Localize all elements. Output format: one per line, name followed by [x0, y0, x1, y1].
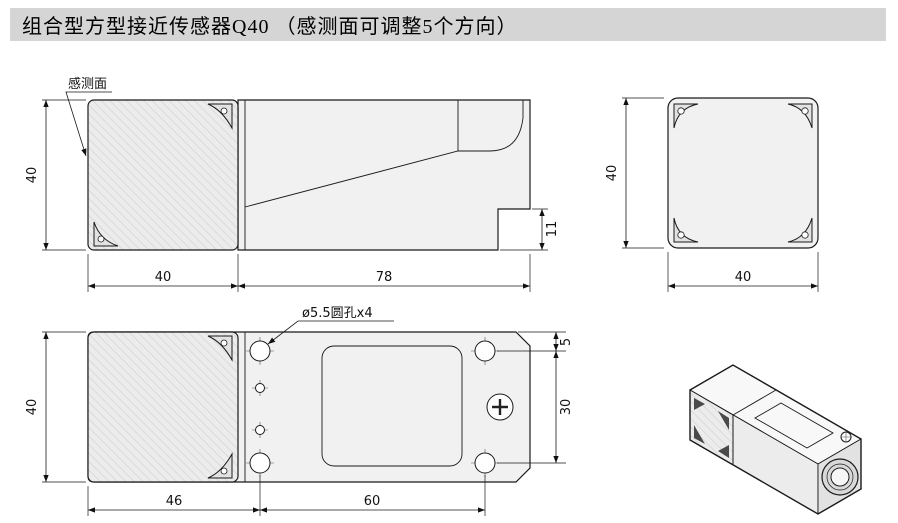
hole-callout: ø5.5圆孔x4 [267, 306, 394, 345]
corner-pocket-top-right [787, 103, 813, 129]
dim-side-step: 11 [500, 208, 560, 251]
dim-front-width: 40 [667, 252, 819, 292]
page-title: 组合型方型接近传感器Q40 （感测面可调整5个方向） [22, 16, 518, 38]
side-view-body-block [237, 99, 531, 251]
iso-connector [821, 458, 859, 496]
mounting-holes [246, 337, 499, 477]
dim-top-height: 40 [25, 331, 86, 483]
dim-head-length-value: 40 [155, 270, 172, 285]
dim-step-value: 11 [545, 221, 560, 238]
dim-hole-edge-offset-value: 5 [559, 338, 574, 346]
front-view: 40 40 [605, 97, 819, 292]
side-view-sensing-head [87, 99, 239, 251]
corner-pocket-top-right [207, 335, 233, 362]
mounting-hole [249, 340, 271, 362]
dim-edge-to-hole-value: 46 [166, 494, 183, 509]
corner-pocket-top-left [673, 103, 699, 129]
iso-label-plate [754, 402, 834, 449]
dim-hole-pitch-value: 60 [364, 494, 381, 509]
corner-pocket-bottom-right [787, 217, 813, 243]
dim-front-width-value: 40 [735, 270, 752, 285]
top-view: ø5.5圆孔x4 40 46 60 5 30 [25, 306, 574, 516]
iso-top-screw [840, 431, 852, 443]
mounting-hole [474, 340, 496, 362]
dim-top-height-value: 40 [25, 399, 40, 416]
corner-pocket-top-right [207, 103, 233, 130]
dim-side-lengths: 40 78 [87, 254, 531, 292]
corner-pocket-bottom-left [673, 217, 699, 243]
sensing-face-label: 感测面 [68, 76, 107, 92]
iso-corner-marks [694, 398, 729, 458]
side-view: 感测面 40 40 78 11 [25, 76, 560, 292]
dim-body-length-value: 78 [376, 270, 393, 285]
sensing-face-callout: 感测面 [65, 76, 112, 157]
mounting-hole [474, 452, 496, 474]
title-bar: 组合型方型接近传感器Q40 （感测面可调整5个方向） [10, 8, 886, 41]
dim-front-height: 40 [605, 97, 664, 249]
dim-top-lengths: 46 60 [87, 475, 486, 516]
indicator-screws [252, 380, 268, 438]
iso-silhouette [689, 364, 862, 515]
top-view-sensing-head [87, 331, 246, 483]
isometric-view [689, 364, 862, 515]
hole-note-label: ø5.5圆孔x4 [302, 306, 373, 321]
corner-pocket-bottom-right [207, 452, 233, 479]
corner-pocket-bottom-left [93, 221, 119, 247]
mounting-hole [249, 452, 271, 474]
iso-head-body-junction [732, 389, 777, 465]
adjust-screw [486, 393, 514, 421]
front-face [667, 97, 819, 249]
dim-front-height-value: 40 [605, 165, 620, 182]
dim-side-height: 40 [25, 99, 86, 251]
dim-side-height-value: 40 [25, 167, 40, 184]
dim-hole-row-pitch-value: 30 [559, 399, 574, 416]
cover-plate [321, 345, 463, 467]
dim-hole-offsets: 5 30 [497, 331, 574, 464]
